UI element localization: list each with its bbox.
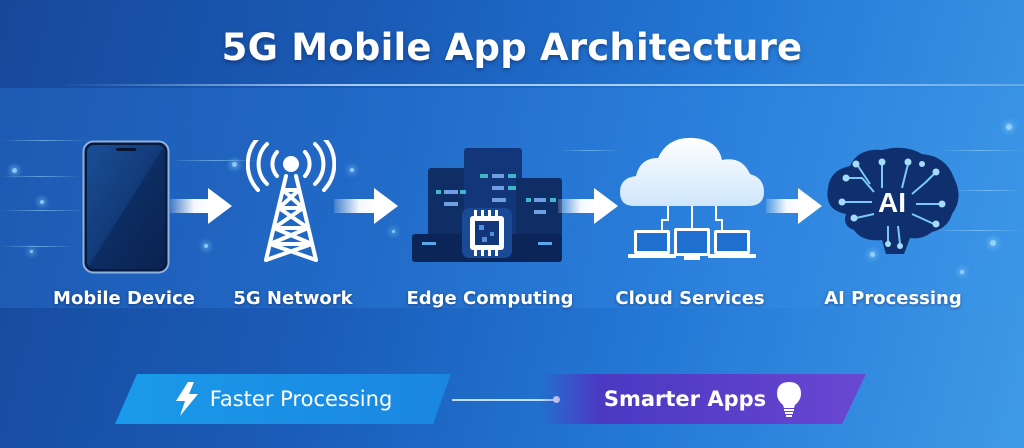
label-mobile-device: Mobile Device bbox=[53, 288, 195, 309]
server-chip-icon bbox=[412, 148, 562, 262]
cloud-laptops-icon bbox=[620, 137, 764, 260]
node-cloud-services bbox=[618, 134, 766, 264]
node-mobile-device bbox=[82, 140, 170, 274]
flow-arrow-3 bbox=[558, 188, 618, 224]
node-ai-processing: AI bbox=[822, 144, 962, 256]
faster-processing-label: Faster Processing bbox=[209, 387, 393, 411]
faster-processing-badge: Faster Processing bbox=[115, 374, 451, 424]
title-divider bbox=[60, 84, 1024, 86]
lightning-bolt-icon bbox=[174, 382, 200, 416]
smarter-apps-label: Smarter Apps bbox=[603, 387, 767, 411]
ai-brain-icon: AI bbox=[827, 147, 959, 254]
page-title: 5G Mobile App Architecture bbox=[221, 26, 803, 69]
label-edge-computing: Edge Computing bbox=[406, 288, 574, 309]
flow-arrow-4 bbox=[766, 188, 822, 224]
node-edge-computing bbox=[408, 146, 566, 264]
smarter-apps-badge: Smarter Apps bbox=[540, 374, 866, 424]
label-ai-processing: AI Processing bbox=[824, 288, 962, 309]
flow-arrow-2 bbox=[334, 188, 398, 224]
ai-label: AI bbox=[878, 187, 906, 218]
smartphone-icon bbox=[82, 140, 170, 274]
label-cloud-services: Cloud Services bbox=[615, 288, 765, 309]
cell-tower-icon bbox=[245, 136, 337, 262]
node-5g-network bbox=[245, 136, 337, 264]
label-5g-network: 5G Network bbox=[233, 288, 353, 309]
flow-arrow-1 bbox=[170, 188, 232, 224]
lightbulb-icon bbox=[776, 381, 802, 417]
footer-connector-line bbox=[452, 399, 556, 401]
